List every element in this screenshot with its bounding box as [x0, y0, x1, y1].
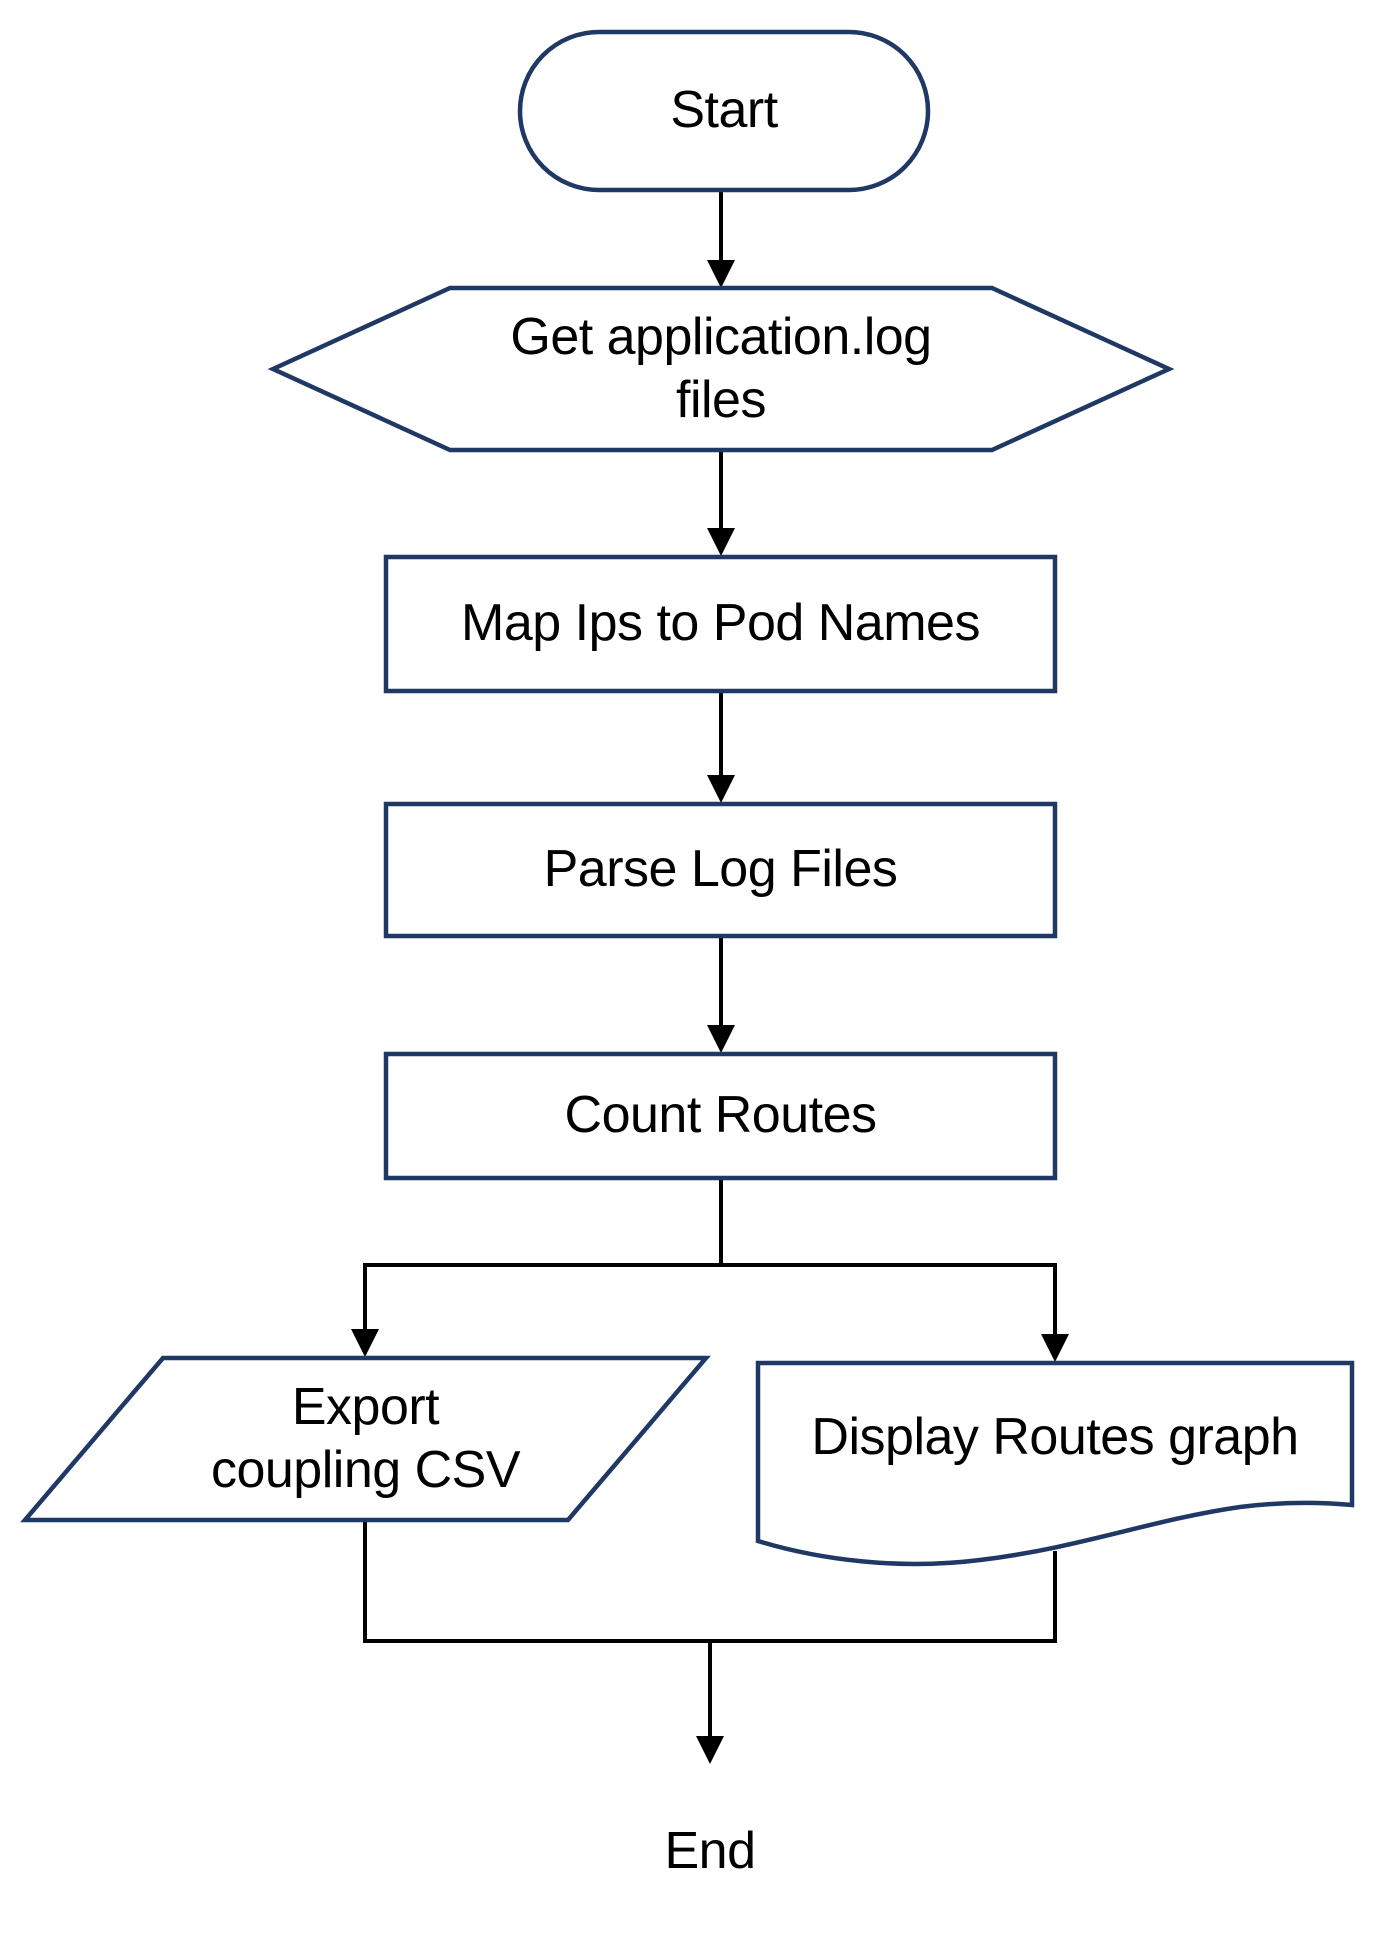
- node-label-start: Start: [670, 81, 778, 140]
- connectors: [363, 188, 1057, 1738]
- arrowhead-map: [707, 528, 735, 556]
- arrowheads: [351, 260, 1069, 1764]
- arrowhead-export: [351, 1329, 379, 1357]
- display-graph-document-shape: [755, 1360, 1355, 1567]
- node-label-display-graph: Display Routes graph: [811, 1408, 1299, 1467]
- count-routes-process-shape: [383, 1051, 1058, 1181]
- node-label-parse-logs: Parse Log Files: [543, 840, 898, 899]
- arrowhead-display: [1041, 1334, 1069, 1362]
- arrowhead-end: [696, 1736, 724, 1764]
- map-ips-process-shape: [383, 554, 1058, 694]
- parse-logs-process-shape: [383, 801, 1058, 939]
- node-label-map-ips: Map Ips to Pod Names: [461, 594, 980, 653]
- arrowhead-parse: [707, 775, 735, 803]
- node-shapes: [20, 29, 1355, 1567]
- node-label-get-log-files: Get application.log files: [510, 307, 932, 429]
- export-csv-parallelogram-shape: [20, 1355, 711, 1523]
- start-terminator-shape: [517, 29, 931, 193]
- node-label-end: End: [664, 1822, 756, 1881]
- arrowhead-getlog: [707, 260, 735, 288]
- get-log-files-hexagon-shape: [267, 285, 1175, 453]
- arrowhead-count: [707, 1025, 735, 1053]
- node-label-count-routes: Count Routes: [564, 1086, 877, 1145]
- edge-display-to-join: [708, 1551, 1057, 1643]
- edge-export-to-join: [363, 1518, 712, 1643]
- node-label-export-csv: Export coupling CSV: [210, 1377, 521, 1499]
- edge-count-to-export: [363, 1176, 723, 1332]
- edge-count-to-display: [719, 1263, 1057, 1337]
